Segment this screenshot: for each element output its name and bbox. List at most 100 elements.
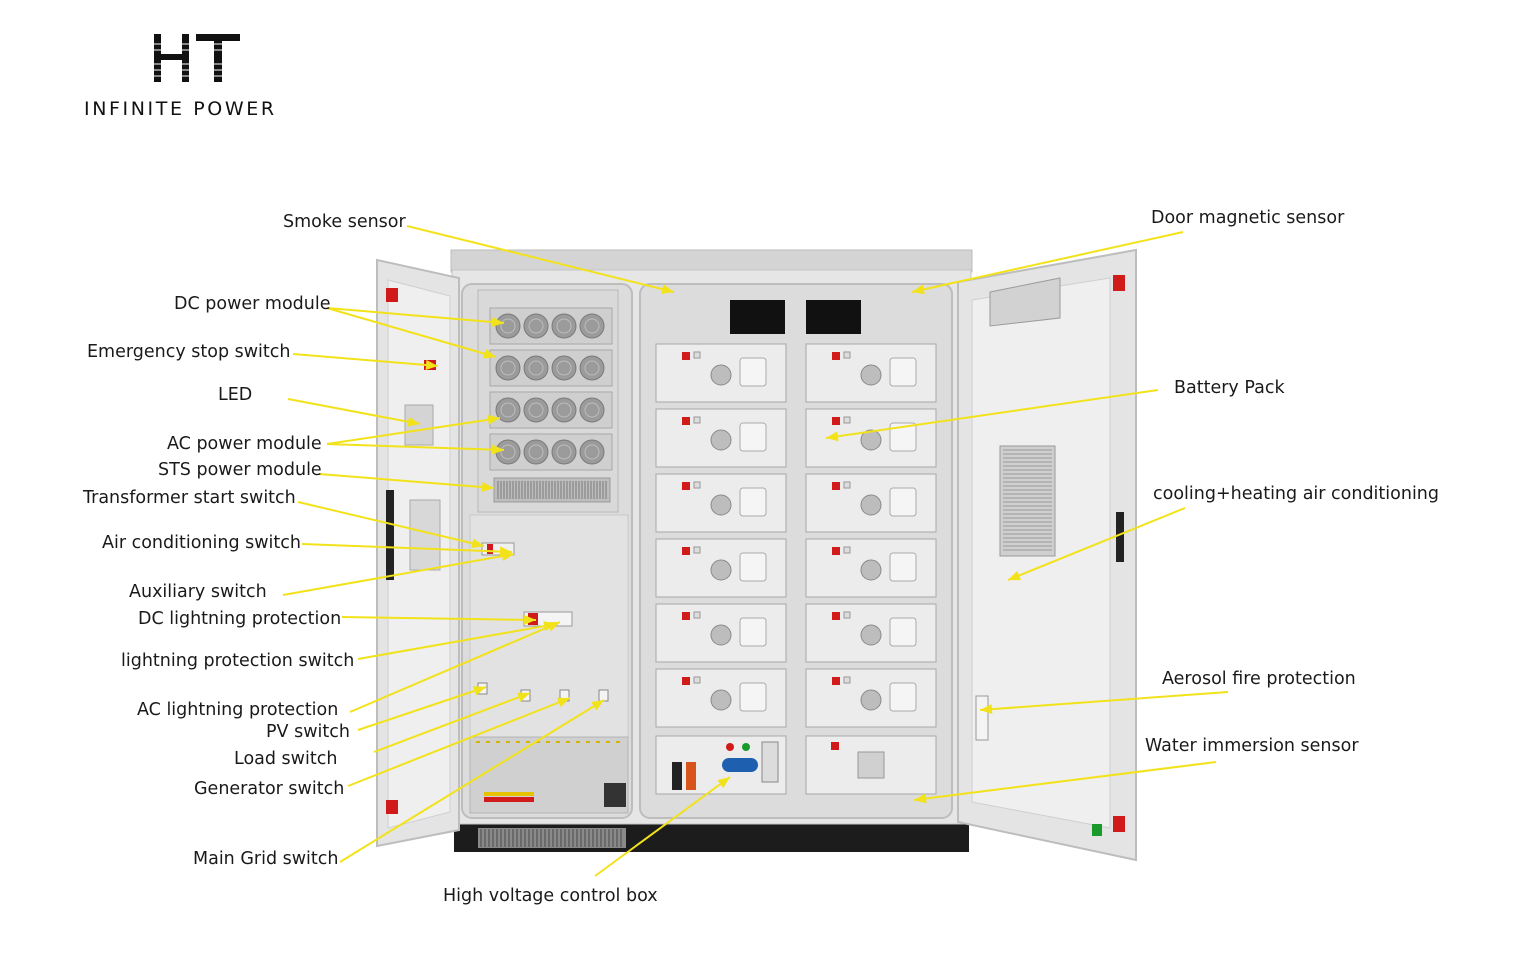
fan-icon <box>495 439 521 465</box>
label-battery-pack: Battery Pack <box>1174 378 1285 398</box>
fan-icon <box>495 397 521 423</box>
leader-line <box>1007 507 1186 581</box>
plinth-vent <box>478 828 626 848</box>
arrow-head <box>547 622 560 632</box>
arrow-head <box>501 551 514 562</box>
leader-line <box>282 553 515 596</box>
battery-handle <box>889 357 917 387</box>
leader-line <box>357 686 487 731</box>
battery-handle <box>739 552 767 582</box>
leader-line <box>341 616 537 621</box>
fan-icon <box>579 313 605 339</box>
arrow-head <box>661 284 674 294</box>
cabinet-roof <box>450 249 973 273</box>
battery-handle <box>889 617 917 647</box>
leader-line <box>594 776 731 877</box>
arrow-head <box>407 416 420 427</box>
battery-handle <box>889 422 917 452</box>
label-dc-power-module: DC power module <box>174 294 331 314</box>
fan-icon <box>710 559 732 581</box>
arrow-head <box>487 414 500 425</box>
label-door-magnetic-sensor: Door magnetic sensor <box>1151 208 1345 228</box>
battery-handle <box>889 552 917 582</box>
leader-line <box>349 621 561 713</box>
leader-line <box>318 473 495 489</box>
leader-line <box>326 307 505 324</box>
fan-icon <box>551 397 577 423</box>
fan-icon <box>860 624 882 646</box>
battery-handle <box>739 682 767 712</box>
leader-line <box>373 692 531 753</box>
fan-icon <box>710 624 732 646</box>
leader-line <box>326 443 505 451</box>
battery-handle <box>889 487 917 517</box>
label-auxiliary-switch: Auxiliary switch <box>129 582 267 602</box>
label-load-switch: Load switch <box>234 749 338 769</box>
leader-line <box>979 691 1229 711</box>
leader-line <box>347 697 571 787</box>
leader-line <box>326 307 497 358</box>
leader-line <box>406 225 675 293</box>
battery-handle <box>739 617 767 647</box>
label-led: LED <box>218 385 253 405</box>
fan-icon <box>860 494 882 516</box>
ht-logo <box>152 34 242 82</box>
fan-icon <box>495 313 521 339</box>
leader-line <box>326 417 501 445</box>
leader-line <box>287 398 421 425</box>
fan-icon <box>579 397 605 423</box>
label-main-grid-switch: Main Grid switch <box>193 849 339 869</box>
label-air-conditioning-switch: Air conditioning switch <box>102 533 301 553</box>
battery-handle <box>889 682 917 712</box>
label-transformer-start-switch: Transformer start switch <box>83 488 296 508</box>
label-lightning-protection-switch: lightning protection switch <box>121 651 355 671</box>
label-high-voltage-control-box: High voltage control box <box>443 886 658 906</box>
label-sts-power-module: STS power module <box>158 460 322 480</box>
arrow-head <box>557 697 570 708</box>
fan-icon <box>710 429 732 451</box>
fan-icon <box>860 689 882 711</box>
battery-handle <box>739 357 767 387</box>
fan-icon <box>551 439 577 465</box>
arrow-head <box>912 284 925 295</box>
fan-icon <box>579 355 605 381</box>
arrow-head <box>517 692 530 702</box>
arrow-head <box>483 348 496 359</box>
label-aerosol-fire-protection: Aerosol fire protection <box>1162 669 1356 689</box>
fan-icon <box>860 364 882 386</box>
leader-line <box>292 353 439 367</box>
fan-icon <box>710 689 732 711</box>
fan-icon <box>551 313 577 339</box>
fan-icon <box>860 559 882 581</box>
leader-line <box>301 543 513 553</box>
leader-line <box>297 501 485 547</box>
arrow-head <box>481 482 494 493</box>
battery-handle <box>739 487 767 517</box>
fan-icon <box>523 397 549 423</box>
door-sensor-bracket <box>989 277 1061 327</box>
arrow-head <box>471 538 484 549</box>
arrow-head <box>1008 570 1021 581</box>
leader-line <box>911 231 1184 293</box>
label-ac-lightning-protection: AC lightning protection <box>137 700 339 720</box>
label-generator-switch: Generator switch <box>194 779 345 799</box>
arrow-head <box>491 317 504 327</box>
arrow-head <box>914 793 927 804</box>
arrow-head <box>425 360 438 370</box>
last-battery-pack <box>805 735 937 795</box>
arrow-head <box>826 431 839 442</box>
fan-icon <box>523 439 549 465</box>
leader-line <box>357 623 557 660</box>
battery-handle <box>739 422 767 452</box>
label-pv-switch: PV switch <box>266 722 350 742</box>
arrow-head <box>980 704 993 715</box>
fan-icon <box>495 355 521 381</box>
arrow-head <box>473 686 486 696</box>
label-emergency-stop-switch: Emergency stop switch <box>87 342 291 362</box>
label-cooling-heating-ac: cooling+heating air conditioning <box>1153 484 1440 504</box>
fan-icon <box>523 313 549 339</box>
label-ac-power-module: AC power module <box>167 434 322 454</box>
fan-icon <box>860 429 882 451</box>
